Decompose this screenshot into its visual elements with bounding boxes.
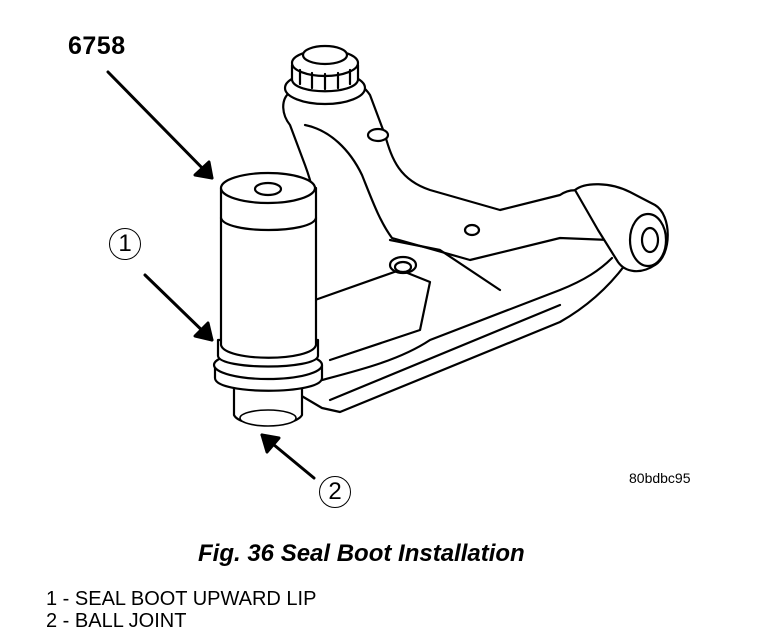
installer-tool-hole [253,181,283,197]
arrow-tool [106,70,214,180]
arm-flange-line [320,256,614,382]
top-bushing-rim [301,44,349,66]
arrow-callout-2 [260,433,316,480]
top-bushing-ribs [298,68,352,91]
arm-hole-1 [366,127,390,143]
arm-hole-2 [463,223,481,237]
installer-tool-band [219,216,318,232]
callout-2: 2 [319,476,351,508]
arm-rib-2 [388,238,502,292]
legend-list: 1 - SEAL BOOT UPWARD LIP 2 - BALL JOINT [46,588,316,632]
diagram-figure: 6758 1 2 80bdbc95 [68,32,691,508]
arm-top-edge [303,123,612,262]
arm-flange-line-2 [328,303,562,402]
control-arm-illustration [106,44,669,480]
callout-1: 1 [109,228,141,260]
arrow-callout-1 [143,273,214,342]
arm-hole-3-inner [393,260,413,274]
image-code-label: 80bdbc95 [629,470,691,486]
installer-tool-cylinder [219,186,318,359]
right-bushing-hole [640,226,660,254]
arm-rib [313,268,432,362]
figure-caption: Fig. 36 Seal Boot Installation [198,540,525,567]
legend-item-2: 2 - BALL JOINT [46,610,187,632]
tool-number-label: 6758 [68,32,126,60]
ball-joint-bottom [239,409,297,427]
control-arm-body [282,72,627,414]
legend-item-1: 1 - SEAL BOOT UPWARD LIP [46,588,317,610]
